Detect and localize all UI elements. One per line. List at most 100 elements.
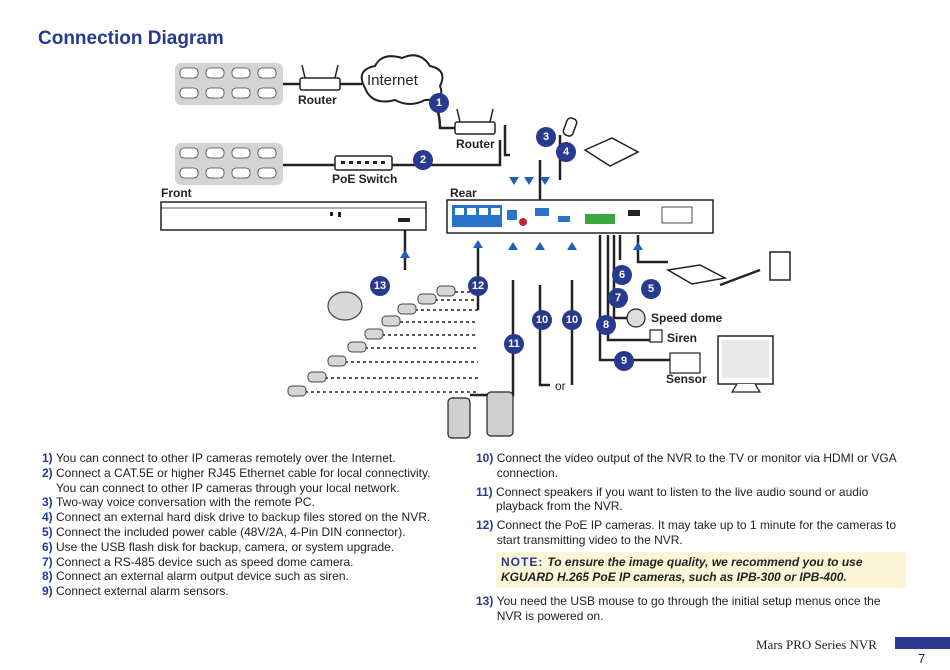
badge-11: 11 bbox=[504, 334, 524, 354]
page-title: Connection Diagram bbox=[38, 28, 224, 49]
step-item: 12) Connect the PoE IP cameras. It may t… bbox=[476, 518, 906, 548]
svg-text:11: 11 bbox=[508, 338, 520, 350]
step-item: 9) Connect external alarm sensors. bbox=[42, 584, 452, 599]
front-label: Front bbox=[161, 186, 192, 200]
page-number: 7 bbox=[918, 651, 926, 666]
step-number: 9) bbox=[42, 584, 53, 599]
router-icon bbox=[299, 64, 341, 91]
speed-dome-label: Speed dome bbox=[651, 311, 723, 325]
step-item: 4) Connect an external hard disk drive t… bbox=[42, 510, 452, 525]
router-left-label: Router bbox=[298, 93, 337, 107]
step-text: Connect an external alarm output device … bbox=[56, 569, 349, 584]
svg-text:6: 6 bbox=[619, 269, 625, 281]
badge-1: 1 bbox=[429, 93, 449, 113]
badge-2: 2 bbox=[413, 150, 433, 170]
step-item: 5) Connect the included power cable (48V… bbox=[42, 525, 452, 540]
step-text: Connect external alarm sensors. bbox=[56, 584, 229, 599]
step-number: 3) bbox=[42, 495, 53, 510]
step-text: Connect an external hard disk drive to b… bbox=[56, 510, 431, 525]
monitor-icon bbox=[717, 335, 774, 393]
step-item: 6) Use the USB flash disk for backup, ca… bbox=[42, 540, 452, 555]
badge-4: 4 bbox=[556, 142, 576, 162]
poe-switch-icon bbox=[334, 155, 393, 171]
step-item: 3) Two-way voice conversation with the r… bbox=[42, 495, 452, 510]
steps-list-left: 1) You can connect to other IP cameras r… bbox=[42, 451, 452, 599]
usb-mouse-icon bbox=[327, 291, 363, 321]
poe-ip-cameras bbox=[287, 285, 456, 397]
step-text: Connect a RS-485 device such as speed do… bbox=[56, 554, 354, 569]
step-number: 5) bbox=[42, 524, 53, 539]
internet-cloud: Internet bbox=[360, 54, 444, 105]
router-icon bbox=[454, 108, 496, 135]
footer-series: Mars PRO Series NVR bbox=[756, 637, 877, 652]
router-right-label: Router bbox=[456, 137, 495, 151]
svg-text:5: 5 bbox=[648, 283, 654, 295]
step-item: 2) Connect a CAT.5E or higher RJ45 Ether… bbox=[42, 466, 452, 496]
svg-text:8: 8 bbox=[603, 319, 609, 331]
step-text: Connect the included power cable (48V/2A… bbox=[56, 524, 406, 539]
power-adapter-icon bbox=[665, 264, 728, 285]
steps-list-right: 10) Connect the video output of the NVR … bbox=[476, 451, 906, 627]
svg-text:10: 10 bbox=[566, 314, 578, 326]
ip-camera-group-bottom bbox=[175, 143, 283, 185]
step-text: You can connect to other IP cameras remo… bbox=[56, 451, 396, 465]
badge-13: 13 bbox=[370, 276, 390, 296]
ip-camera-group-top bbox=[175, 63, 283, 105]
rear-label: Rear bbox=[450, 186, 477, 200]
step-number: 13) bbox=[476, 593, 494, 608]
speed-dome-icon bbox=[626, 308, 646, 328]
badge-10-hdmi: 10 bbox=[562, 310, 582, 330]
siren-label: Siren bbox=[667, 331, 697, 345]
badge-6: 6 bbox=[612, 265, 632, 285]
svg-text:4: 4 bbox=[563, 146, 570, 158]
step-number: 11) bbox=[476, 484, 493, 499]
svg-text:2: 2 bbox=[420, 154, 426, 166]
svg-text:12: 12 bbox=[472, 280, 484, 292]
step-text: You need the USB mouse to go through the… bbox=[496, 593, 881, 623]
step-text: Use the USB flash disk for backup, camer… bbox=[56, 539, 395, 554]
step-item: 10) Connect the video output of the NVR … bbox=[476, 451, 906, 481]
speakers-icon bbox=[447, 391, 514, 439]
step-item: 8) Connect an external alarm output devi… bbox=[42, 569, 452, 584]
step-number: 7) bbox=[42, 554, 53, 569]
step-number: 8) bbox=[42, 569, 53, 584]
step-number: 1) bbox=[42, 451, 53, 465]
or-label: or bbox=[555, 379, 566, 393]
hard-disk-icon bbox=[583, 137, 640, 167]
step-text: Connect the video output of the NVR to t… bbox=[496, 451, 896, 480]
step-number: 12) bbox=[476, 518, 494, 533]
note-text: To ensure the image quality, we recommen… bbox=[501, 554, 863, 584]
step-number: 4) bbox=[42, 510, 53, 525]
step-text: Two-way voice conversation with the remo… bbox=[56, 495, 315, 510]
step-item: 13) You need the USB mouse to go through… bbox=[476, 594, 906, 624]
svg-text:10: 10 bbox=[536, 314, 548, 326]
step-item: 7) Connect a RS-485 device such as speed… bbox=[42, 555, 452, 570]
nvr-rear-panel bbox=[446, 199, 714, 234]
svg-text:3: 3 bbox=[543, 131, 549, 143]
badge-12: 12 bbox=[468, 276, 488, 296]
badge-5: 5 bbox=[641, 279, 661, 299]
step-item: 11) Connect speakers if you want to list… bbox=[476, 485, 906, 515]
sensor-icon bbox=[669, 352, 701, 374]
note-tag: NOTE: bbox=[501, 554, 544, 569]
nvr-front-panel bbox=[160, 201, 427, 231]
internet-label: Internet bbox=[367, 72, 419, 89]
connection-diagram: Internet Router Router PoE Switch Front … bbox=[160, 54, 791, 439]
badge-9: 9 bbox=[614, 351, 634, 371]
step-item: 1) You can connect to other IP cameras r… bbox=[42, 451, 452, 466]
note-box: NOTE:To ensure the image quality, we rec… bbox=[496, 551, 906, 588]
badge-8: 8 bbox=[596, 315, 616, 335]
siren-icon bbox=[649, 329, 663, 343]
svg-text:7: 7 bbox=[615, 292, 621, 304]
sensor-label: Sensor bbox=[666, 372, 707, 386]
step-text: Connect a CAT.5E or higher RJ45 Ethernet… bbox=[56, 465, 431, 495]
step-number: 6) bbox=[42, 539, 53, 554]
poe-switch-label: PoE Switch bbox=[332, 172, 397, 186]
svg-text:1: 1 bbox=[436, 97, 442, 109]
badge-10-vga: 10 bbox=[532, 310, 552, 330]
step-text: Connect speakers if you want to listen t… bbox=[496, 484, 869, 514]
step-number: 2) bbox=[42, 465, 53, 480]
microphone-icon bbox=[562, 117, 578, 137]
badge-3: 3 bbox=[536, 127, 556, 147]
svg-text:13: 13 bbox=[374, 280, 386, 292]
